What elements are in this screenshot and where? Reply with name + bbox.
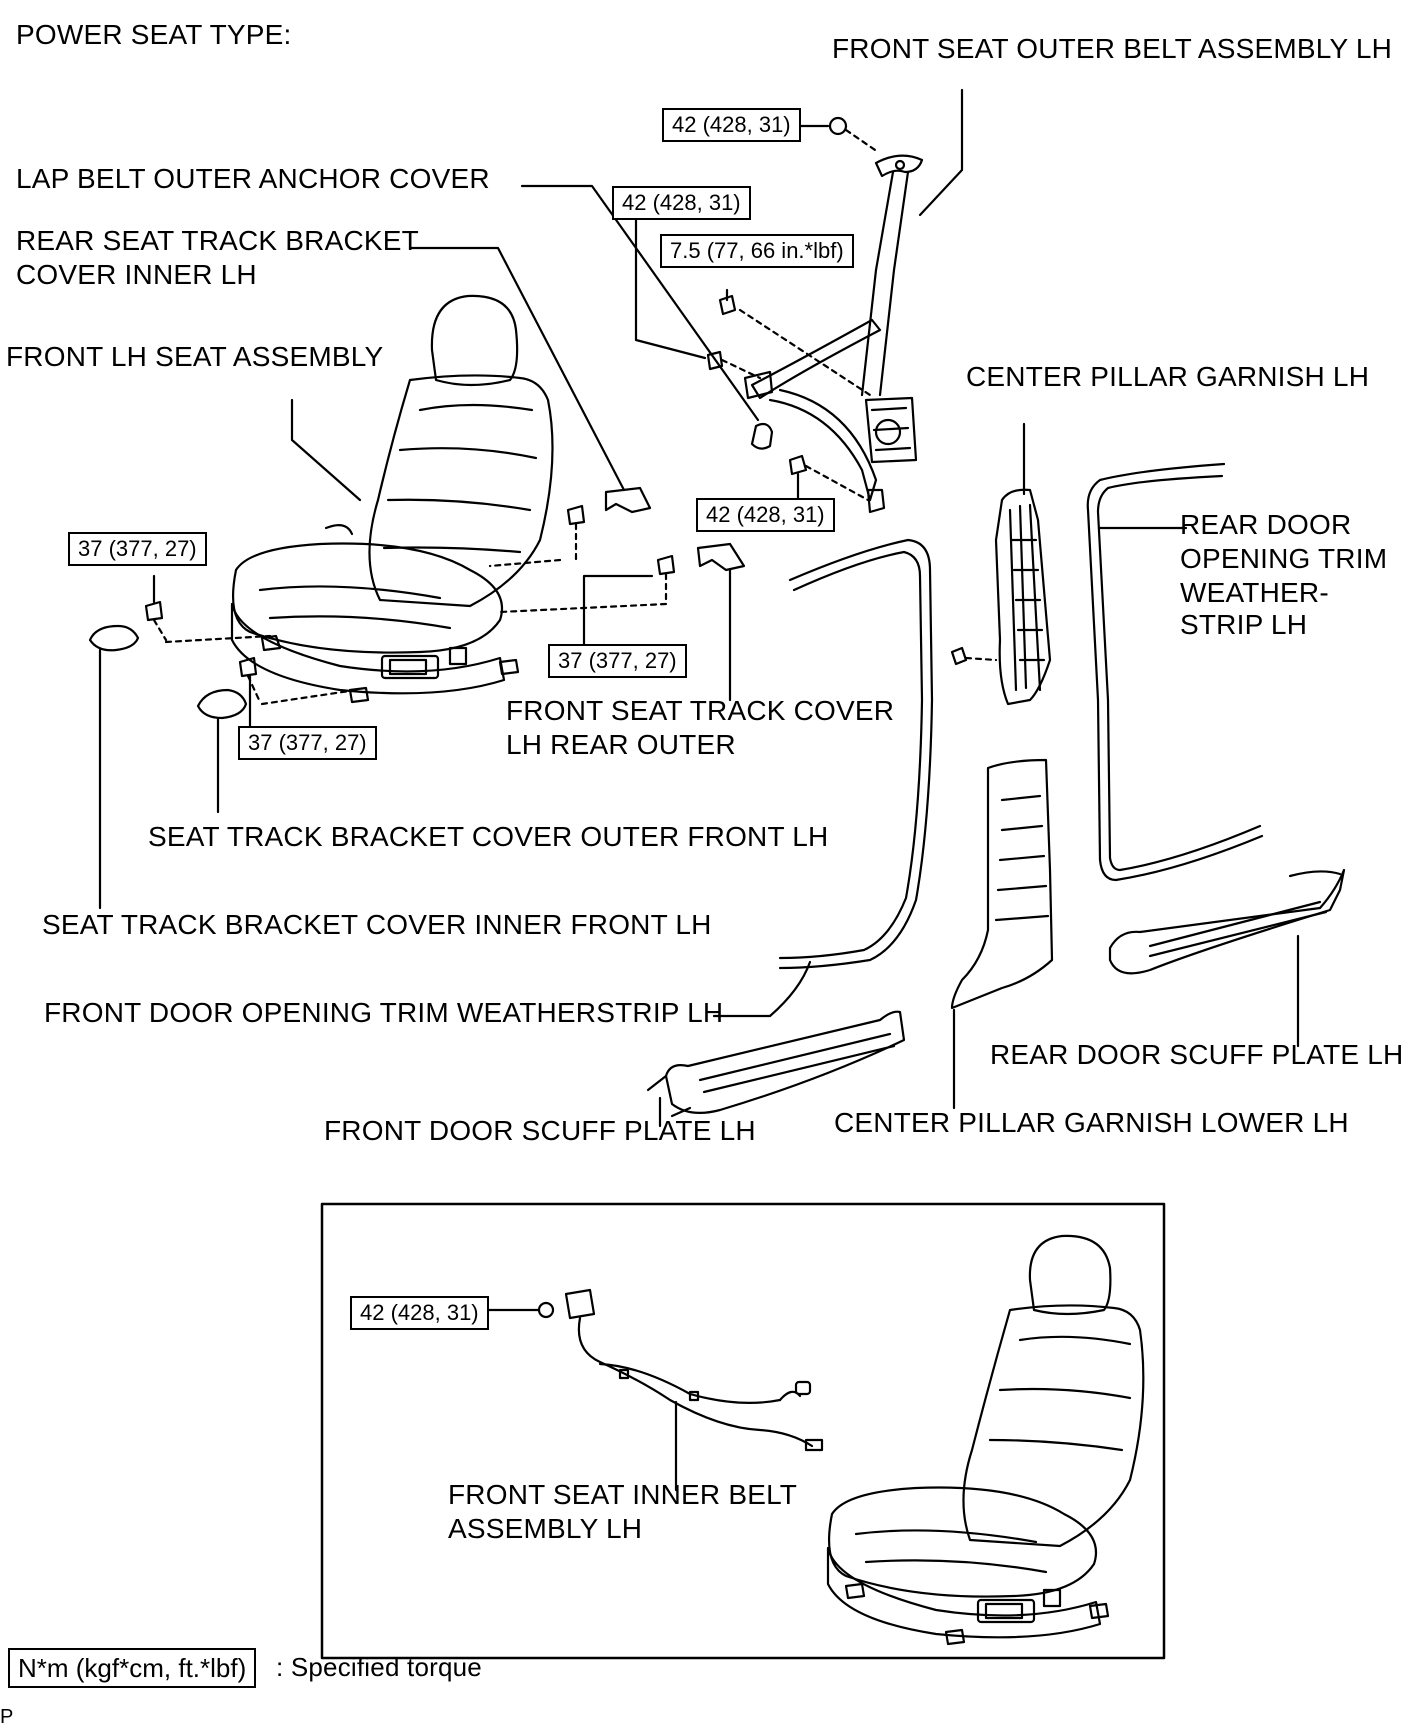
torque-box-seat-front: 37 (377, 27) <box>238 726 377 760</box>
label-track-cover-line2: LH REAR OUTER <box>506 729 736 760</box>
label-center-pillar-lower: CENTER PILLAR GARNISH LOWER LH <box>834 1107 1349 1138</box>
label-rear-bracket-cover-line1: REAR SEAT TRACK BRACKET <box>16 225 419 256</box>
rear-door-weatherstrip <box>1086 462 1264 882</box>
label-seat-assembly: FRONT LH SEAT ASSEMBLY <box>6 341 384 372</box>
legend-text: : Specified torque <box>276 1652 482 1682</box>
torque-box-belt-lower: 42 (428, 31) <box>696 498 835 532</box>
label-rear-bracket-cover-line2: COVER INNER LH <box>16 259 257 290</box>
bolts-outer-belt <box>520 116 880 502</box>
seat-bolts-covers <box>88 246 746 910</box>
label-rear-weatherstrip-line3: WEATHER- <box>1180 577 1329 608</box>
label-front-weatherstrip: FRONT DOOR OPENING TRIM WEATHERSTRIP LH <box>44 997 724 1028</box>
inset-frame <box>320 1202 1166 1660</box>
label-center-pillar: CENTER PILLAR GARNISH LH <box>966 361 1370 392</box>
label-inner-belt-line1: FRONT SEAT INNER BELT <box>448 1479 798 1510</box>
label-outer-belt: FRONT SEAT OUTER BELT ASSEMBLY LH <box>832 33 1393 64</box>
rear-door-scuff-plate <box>1108 868 1346 1048</box>
label-front-scuff-plate: FRONT DOOR SCUFF PLATE LH <box>324 1115 756 1146</box>
label-rear-scuff-plate: REAR DOOR SCUFF PLATE LH <box>990 1039 1404 1070</box>
torque-box-belt-mid: 42 (428, 31) <box>612 186 751 220</box>
front-door-scuff-plate <box>646 1010 906 1128</box>
torque-box-inner-belt: 42 (428, 31) <box>350 1296 489 1330</box>
front-seat-assembly <box>230 294 554 704</box>
inner-belt-assembly <box>486 1288 824 1492</box>
label-rear-weatherstrip-line1: REAR DOOR <box>1180 509 1352 540</box>
torque-box-seat-rear-left: 37 (377, 27) <box>68 532 207 566</box>
label-track-cover-line1: FRONT SEAT TRACK COVER <box>506 695 895 726</box>
label-inner-belt-line2: ASSEMBLY LH <box>448 1513 643 1544</box>
legend-unit-box: N*m (kgf*cm, ft.*lbf) <box>8 1648 257 1688</box>
outer-belt-assembly <box>743 88 964 514</box>
diagram-title: POWER SEAT TYPE: <box>16 19 292 50</box>
inset-seat <box>826 1234 1145 1646</box>
label-rear-weatherstrip-line4: STRIP LH <box>1180 609 1308 640</box>
label-inner-front-cover: SEAT TRACK BRACKET COVER INNER FRONT LH <box>42 909 712 940</box>
label-lap-belt-cover: LAP BELT OUTER ANCHOR COVER <box>16 163 490 194</box>
center-pillar-garnish <box>950 422 1052 706</box>
center-pillar-garnish-lower <box>950 758 1054 1110</box>
corner-mark: P <box>0 1706 14 1728</box>
torque-box-belt-upper: 42 (428, 31) <box>662 108 801 142</box>
torque-box-belt-small: 7.5 (77, 66 in.*lbf) <box>660 234 854 268</box>
label-outer-front-cover: SEAT TRACK BRACKET COVER OUTER FRONT LH <box>148 821 829 852</box>
front-door-weatherstrip <box>712 538 934 1018</box>
label-rear-weatherstrip-line2: OPENING TRIM <box>1180 543 1388 574</box>
torque-box-seat-rear-right: 37 (377, 27) <box>548 644 687 678</box>
